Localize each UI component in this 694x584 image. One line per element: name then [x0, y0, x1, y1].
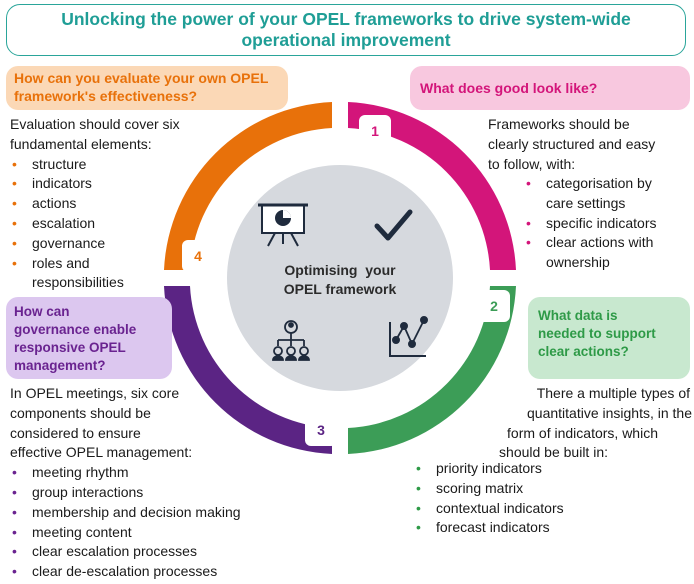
list-item-line: categorisation by [546, 175, 652, 191]
good-intro-line-3: to follow, with: [488, 155, 576, 172]
list-item: structure [10, 155, 190, 175]
list-item: clear actions with ownership [524, 233, 690, 273]
list-item: meeting rhythm [10, 463, 280, 483]
title-line-1: Unlocking the power of your OPEL framewo… [61, 9, 631, 29]
list-item-line: ownership [546, 254, 610, 271]
governance-question-line-1: How can [14, 304, 70, 319]
list-item: roles and [10, 254, 190, 274]
data-list: priority indicators scoring matrix conte… [414, 459, 654, 538]
good-text: Frameworks should be clearly structured … [488, 115, 688, 174]
page-title: Unlocking the power of your OPEL framewo… [6, 4, 686, 56]
list-item: governance [10, 234, 190, 254]
data-list-wrap: priority indicators scoring matrix conte… [414, 459, 654, 538]
list-item-continuation: responsibilities [32, 274, 124, 291]
governance-text: In OPEL meetings, six core components sh… [10, 384, 280, 582]
evaluate-question-line-1: How can you evaluate your own OPEL [14, 70, 269, 86]
data-intro-line-3: form of indicators, which [507, 424, 658, 441]
data-question-line-2: needed to support [538, 326, 656, 341]
center-line-1: Optimising your [284, 262, 396, 278]
list-item: group interactions [10, 483, 280, 503]
list-item: contextual indicators [414, 499, 654, 519]
list-item: actions [10, 194, 190, 214]
org-chart-icon [272, 320, 310, 361]
segment-2-number: 2 [478, 290, 510, 322]
list-item: forecast indicators [414, 518, 654, 538]
good-question: What does good look like? [410, 66, 690, 110]
evaluate-intro-line-1: Evaluation should cover six [10, 116, 180, 132]
data-question-line-1: What data is [538, 308, 618, 323]
governance-list: meeting rhythm group interactions member… [10, 463, 280, 582]
list-item: clear escalation processes [10, 542, 280, 562]
list-item: scoring matrix [414, 479, 654, 499]
presentation-chart-icon [258, 203, 308, 247]
governance-question-line-3: responsive OPEL [14, 340, 126, 355]
evaluate-list: structure indicators actions escalation … [10, 155, 190, 294]
list-item-line: clear actions with [546, 234, 654, 251]
data-question-line-3: clear actions? [538, 344, 629, 359]
data-intro-line-1: There a multiple types of [536, 385, 690, 401]
list-item-line: specific indicators [546, 214, 657, 231]
segment-1-number: 1 [359, 115, 391, 147]
title-line-2: operational improvement [241, 30, 451, 50]
line-chart-icon [389, 316, 428, 357]
data-intro-line-4: should be built in: [499, 444, 608, 461]
good-list: categorisation by care settings specific… [524, 174, 690, 273]
list-item: membership and decision making [10, 503, 280, 523]
checkmark-icon [374, 209, 413, 241]
list-item: categorisation by care settings [524, 174, 690, 214]
data-text: There a multiple types of quantitative i… [454, 384, 692, 463]
good-intro-line-2: clearly structured and easy [488, 135, 656, 152]
governance-intro-line-1: In OPEL meetings, six core [10, 385, 180, 401]
list-item: meeting content [10, 523, 280, 543]
governance-question: How can governance enable responsive OPE… [6, 297, 172, 379]
data-question: What data is needed to support clear act… [528, 297, 690, 379]
governance-intro-line-4: effective OPEL management: [10, 444, 193, 461]
list-item: specific indicators [524, 214, 690, 234]
list-item: clear de-escalation processes [10, 562, 280, 582]
list-item-line: care settings [546, 194, 626, 211]
center-label: Optimising your OPEL framework [265, 261, 415, 299]
evaluate-question: How can you evaluate your own OPEL frame… [6, 66, 288, 110]
evaluate-text: Evaluation should cover six fundamental … [10, 115, 190, 293]
governance-intro-line-3: considered to ensure [10, 424, 141, 441]
evaluate-question-line-2: framework's effectiveness? [14, 88, 198, 104]
good-list-wrap: categorisation by care settings specific… [524, 174, 690, 273]
good-intro-line-1: Frameworks should be [488, 116, 630, 132]
list-item: indicators [10, 174, 190, 194]
governance-intro-line-2: components should be [10, 404, 151, 421]
governance-question-line-2: governance enable [14, 322, 137, 337]
center-line-2: OPEL framework [283, 281, 397, 297]
segment-3-number: 3 [305, 414, 337, 446]
list-item: escalation [10, 214, 190, 234]
list-item: priority indicators [414, 459, 654, 479]
evaluate-intro-line-2: fundamental elements: [10, 135, 152, 152]
data-intro-line-2: quantitative insights, in the [527, 404, 692, 421]
governance-question-line-4: management? [14, 358, 106, 373]
